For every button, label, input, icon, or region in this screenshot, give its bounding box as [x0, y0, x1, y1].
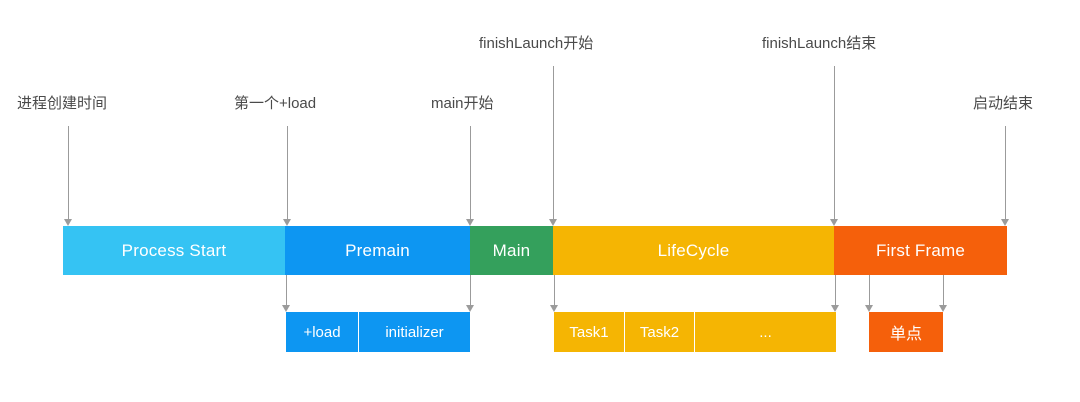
subgroup-first-frame-detail: 单点	[869, 312, 943, 352]
subconnector-arrow-premain-detail-1	[466, 305, 474, 312]
timeline-bar: Process Start Premain Main LifeCycle Fir…	[63, 226, 1007, 275]
marker-label-finish-launch-end: finishLaunch结束	[762, 35, 877, 52]
marker-label-main-start: main开始	[431, 95, 494, 112]
connector-line-finish-launch-begin	[553, 66, 554, 219]
subblock-single-point[interactable]: 单点	[869, 312, 943, 352]
subconnector-line-first-frame-detail-0	[869, 275, 870, 305]
marker-label-first-load: 第一个+load	[234, 95, 317, 112]
connector-line-main-start	[470, 126, 471, 219]
connector-line-first-load	[287, 126, 288, 219]
connector-line-process-create-time	[68, 126, 69, 219]
subgroup-premain-detail: +load initializer	[286, 312, 470, 352]
segment-lifecycle[interactable]: LifeCycle	[553, 226, 834, 275]
subconnector-arrow-premain-detail-0	[282, 305, 290, 312]
subconnector-line-premain-detail-1	[470, 275, 471, 305]
segment-first-frame[interactable]: First Frame	[834, 226, 1007, 275]
connector-arrow-main-start	[466, 219, 474, 226]
subconnector-line-premain-detail-0	[286, 275, 287, 305]
subconnector-line-first-frame-detail-1	[943, 275, 944, 305]
connector-arrow-launch-end	[1001, 219, 1009, 226]
segment-process-start[interactable]: Process Start	[63, 226, 285, 275]
marker-label-launch-end: 启动结束	[973, 95, 1034, 112]
connector-line-launch-end	[1005, 126, 1006, 219]
connector-arrow-finish-launch-end	[830, 219, 838, 226]
subblock-task1[interactable]: Task1	[554, 312, 624, 352]
subconnector-line-lifecycle-detail-1	[835, 275, 836, 305]
segment-main[interactable]: Main	[470, 226, 553, 275]
subblock-initializer[interactable]: initializer	[358, 312, 470, 352]
connector-arrow-first-load	[283, 219, 291, 226]
connector-arrow-finish-launch-begin	[549, 219, 557, 226]
subconnector-arrow-first-frame-detail-0	[865, 305, 873, 312]
subblock-more-tasks[interactable]: ...	[694, 312, 836, 352]
subconnector-line-lifecycle-detail-0	[554, 275, 555, 305]
subconnector-arrow-lifecycle-detail-1	[831, 305, 839, 312]
segment-premain[interactable]: Premain	[285, 226, 470, 275]
subgroup-lifecycle-detail: Task1 Task2 ...	[554, 312, 836, 352]
subblock-task2[interactable]: Task2	[624, 312, 694, 352]
subconnector-arrow-first-frame-detail-1	[939, 305, 947, 312]
connector-arrow-process-create-time	[64, 219, 72, 226]
subconnector-arrow-lifecycle-detail-0	[550, 305, 558, 312]
subblock-plus-load[interactable]: +load	[286, 312, 358, 352]
marker-label-finish-launch-begin: finishLaunch开始	[479, 35, 594, 52]
marker-label-process-create-time: 进程创建时间	[17, 95, 108, 112]
connector-line-finish-launch-end	[834, 66, 835, 219]
